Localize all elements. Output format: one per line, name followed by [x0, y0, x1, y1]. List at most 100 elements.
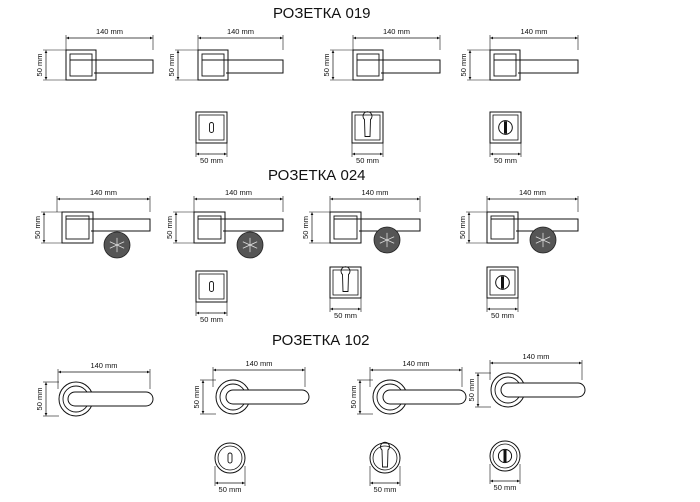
plate-inner: [354, 114, 381, 141]
dimension-50mm-label: 50 mm: [458, 216, 467, 239]
lever-outline: [198, 218, 284, 232]
plate-dimension-label: 50 mm: [219, 485, 242, 494]
plate-inner: [332, 269, 359, 296]
plate-dimension-label: 50 mm: [494, 156, 517, 165]
key-slot: [227, 452, 233, 464]
plate-inner: [372, 445, 398, 471]
wc-knob: [495, 275, 510, 290]
cylinder-hole: [380, 441, 390, 468]
lever-outline: [491, 218, 579, 232]
rose-inner: [356, 53, 380, 77]
section-title-019: РОЗЕТКА 019: [273, 5, 371, 22]
lever-outline: [202, 59, 284, 74]
plate-dimension-label: 50 mm: [494, 483, 517, 492]
rose-inner: [333, 215, 358, 240]
lever-outline: [494, 59, 579, 74]
plate-inner: [198, 273, 225, 300]
dimension-140mm-label: 140 mm: [227, 27, 254, 36]
dimension-140mm-label: 140 mm: [90, 361, 117, 370]
plate-inner: [489, 269, 516, 296]
lever-outline: [70, 59, 154, 74]
wc-thumb-turn: [504, 121, 507, 134]
wc-thumb-turn: [501, 276, 504, 289]
plate-dimension-label: 50 mm: [334, 311, 357, 320]
dimension-140mm-label: 140 mm: [96, 27, 123, 36]
rose-outer: [329, 211, 362, 244]
lever-outline: [357, 59, 441, 74]
dimension-50mm-label: 50 mm: [349, 386, 358, 409]
key-slot: [209, 122, 214, 133]
wc-thumb-turn: [503, 450, 507, 462]
dimension-50mm-label: 50 mm: [35, 54, 44, 77]
rose-inner: [65, 215, 90, 240]
handle-drawings: 140 mm 50 mm 140 mm 50 mm 50 mm 140 mm 50 mm 50…: [33, 27, 586, 494]
rose-outer: [352, 49, 384, 81]
dimension-140mm-label: 140 mm: [383, 27, 410, 36]
handle-102-3: 140 mm 50 mm 50 mm: [349, 359, 467, 494]
lever-outline: [66, 218, 151, 232]
plate-outer: [195, 270, 228, 303]
handle-024-3: 140 mm 50 mm 50 mm: [301, 188, 421, 320]
wc-knob: [498, 120, 513, 135]
dimension-50mm-label: 50 mm: [192, 386, 201, 409]
lever-outline: [500, 382, 586, 398]
cylinder-hole: [340, 266, 351, 292]
rose-inner: [201, 53, 225, 77]
handle-019-3: 140 mm 50 mm 50 mm: [322, 27, 441, 165]
dimension-50mm-label: 50 mm: [167, 54, 176, 77]
dimension-140mm-label: 140 mm: [361, 188, 388, 197]
handle-019-1: 140 mm 50 mm: [35, 27, 154, 81]
rose-outer: [193, 211, 226, 244]
plate-outer: [489, 440, 521, 472]
rose-outer: [489, 49, 521, 81]
dimension-50mm-label: 50 mm: [467, 379, 476, 402]
key-slot: [209, 281, 214, 292]
dimension-50mm-label: 50 mm: [35, 388, 44, 411]
plate-outer: [195, 111, 228, 144]
plate-dimension-label: 50 mm: [200, 315, 223, 324]
handle-019-4: 140 mm 50 mm 50 mm: [459, 27, 579, 165]
plate-outer: [214, 442, 246, 474]
plate-inner: [492, 443, 518, 469]
rose-outer: [65, 49, 97, 81]
dimension-140mm-label: 140 mm: [519, 188, 546, 197]
rose-inner: [493, 53, 517, 77]
lever-outline: [382, 389, 467, 405]
lever-outline: [334, 218, 421, 232]
section-title-024: РОЗЕТКА 024: [268, 167, 366, 184]
dimension-50mm-label: 50 mm: [322, 54, 331, 77]
rose-inner: [69, 53, 93, 77]
plate-inner: [492, 114, 519, 141]
dimension-140mm-label: 140 mm: [90, 188, 117, 197]
plate-dimension-label: 50 mm: [374, 485, 397, 494]
rose-outer: [486, 211, 519, 244]
plate-inner: [198, 114, 225, 141]
plate-outer: [489, 111, 522, 144]
handle-102-4: 140 mm 50 mm 50 mm: [467, 352, 586, 492]
plate-dimension-label: 50 mm: [200, 156, 223, 165]
dimension-140mm-label: 140 mm: [402, 359, 429, 368]
plate-outer: [486, 266, 519, 299]
plate-dimension-label: 50 mm: [491, 311, 514, 320]
dimension-50mm-label: 50 mm: [301, 216, 310, 239]
dimension-50mm-label: 50 mm: [459, 54, 468, 77]
rose-outer: [61, 211, 94, 244]
handle-024-1: 140 mm 50 mm: [33, 188, 151, 259]
lever-outline: [225, 389, 310, 405]
plate-outer: [351, 111, 384, 144]
handle-102-1: 140 mm 50 mm: [35, 361, 154, 417]
dimension-140mm-label: 140 mm: [522, 352, 549, 361]
plate-dimension-label: 50 mm: [356, 156, 379, 165]
lever-outline: [67, 391, 154, 407]
rose-outer: [197, 49, 229, 81]
cylinder-hole: [362, 111, 373, 137]
dimension-50mm-label: 50 mm: [33, 216, 42, 239]
dimension-50mm-label: 50 mm: [165, 216, 174, 239]
plate-inner: [217, 445, 243, 471]
dimension-140mm-label: 140 mm: [520, 27, 547, 36]
plate-outer: [369, 442, 401, 474]
rose-inner: [197, 215, 222, 240]
handle-024-4: 140 mm 50 mm 50 mm: [458, 188, 579, 320]
